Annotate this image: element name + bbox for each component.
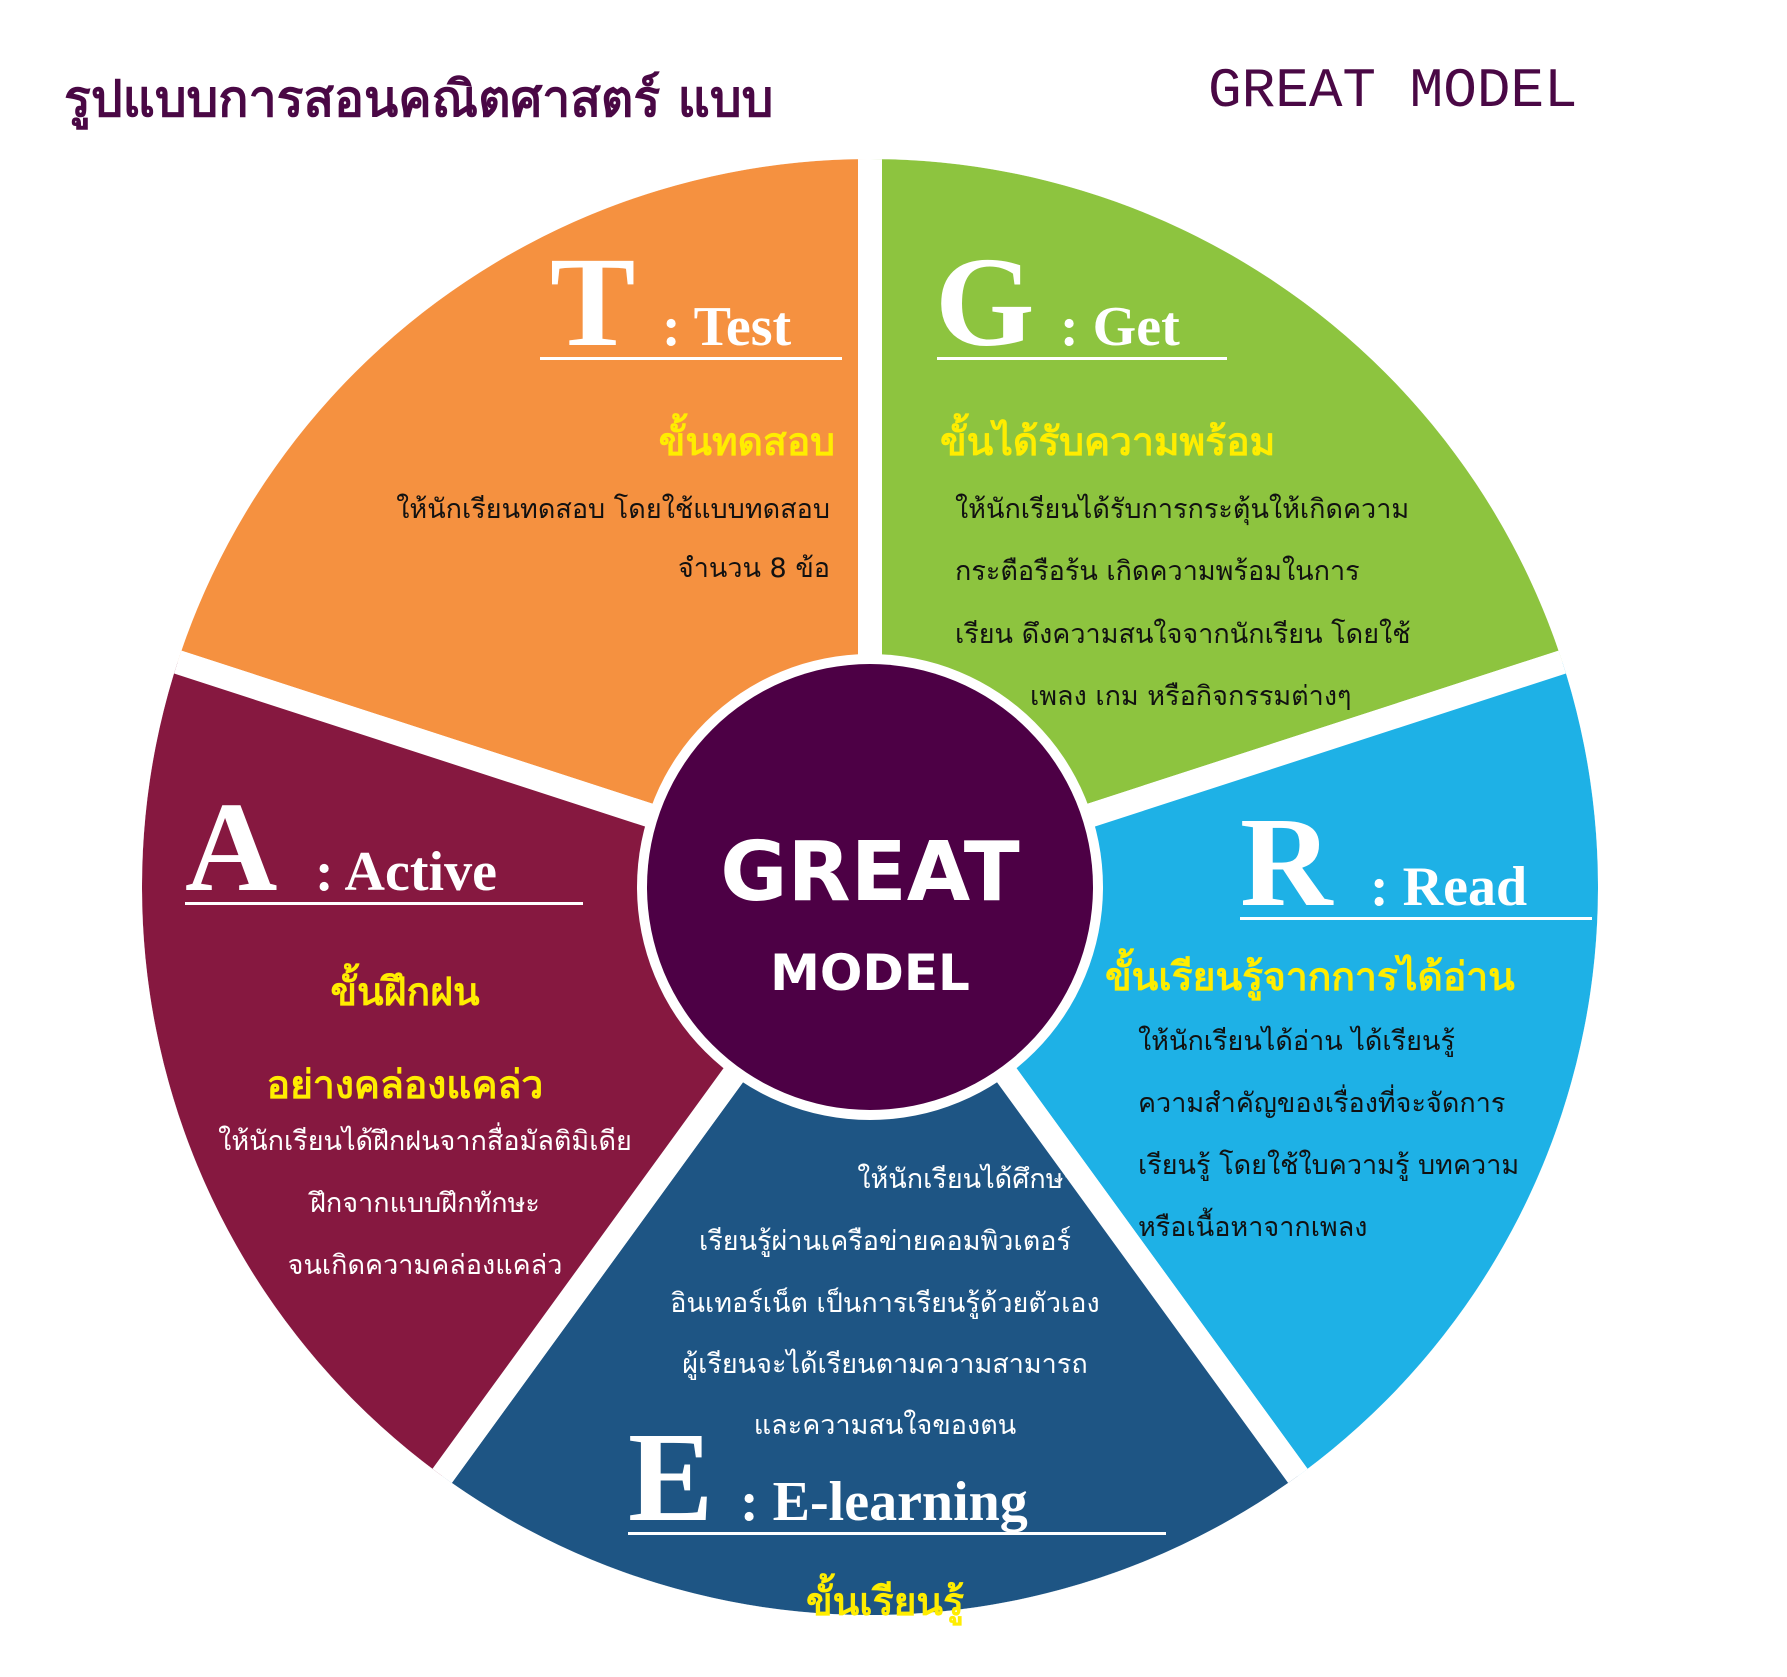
active-heading-1: ขั้นฝึกฝน: [330, 963, 480, 1015]
active-word: : Active: [315, 841, 497, 903]
center-circle: [647, 664, 1093, 1110]
elearning-body-line: ให้นักเรียนได้ศึกษา: [857, 1163, 1078, 1195]
elearning-letter: E: [628, 1406, 713, 1548]
get-body-line: เพลง เกม หรือกิจกรรมต่างๆ: [1030, 681, 1352, 712]
test-underline: [540, 357, 842, 360]
get-body-line: เรียน ดึงความสนใจจากนักเรียน โดยใช้: [955, 618, 1411, 650]
test-body-line: จำนวน 8 ข้อ: [678, 553, 830, 584]
read-body-line: หรือเนื้อหาจากเพลง: [1138, 1207, 1367, 1243]
elearning-heading: ขั้นเรียนรู้: [806, 1573, 964, 1626]
test-heading: ขั้นทดสอบ: [659, 413, 835, 465]
segment-test-content: T : Test ขั้นทดสอบ ให้นักเรียนทดสอบ โดยใ…: [396, 231, 842, 584]
read-body-line: ความสำคัญของเรื่องที่จะจัดการ: [1138, 1084, 1505, 1119]
active-heading-2: อย่างคล่องแคล่ว: [267, 1063, 544, 1108]
read-underline: [1240, 917, 1592, 920]
test-word: : Test: [662, 296, 791, 358]
center-title: GREAT: [720, 825, 1020, 920]
active-letter: A: [185, 776, 277, 918]
elearning-word: : E-learning: [740, 1471, 1028, 1533]
get-word: : Get: [1060, 296, 1180, 358]
elearning-underline: [628, 1532, 1166, 1535]
get-underline: [937, 357, 1227, 360]
center-subtitle: MODEL: [770, 944, 970, 1002]
active-body-line: ฝึกจากแบบฝึกทักษะ: [308, 1188, 540, 1219]
test-letter: T: [550, 231, 635, 373]
read-body-line: เรียนรู้ โดยใช้ใบความรู้ บทความ: [1138, 1149, 1519, 1181]
title-english: GREAT MODEL: [1208, 59, 1578, 123]
elearning-body-line: และความสนใจของตน: [754, 1409, 1016, 1441]
get-body-line: กระตือรือร้น เกิดความพร้อมในการ: [955, 555, 1360, 587]
segment-active-content: A : Active ขั้นฝึกฝน อย่างคล่องแคล่ว ให้…: [185, 776, 632, 1281]
segment-get-content: G : Get ขั้นได้รับความพร้อม ให้นักเรียนไ…: [935, 231, 1411, 712]
read-letter: R: [1240, 791, 1334, 933]
get-letter: G: [935, 231, 1035, 373]
segment-elearning-content: ให้นักเรียนได้ศึกษา เรียนรู้ผ่านเครือข่า…: [628, 1163, 1166, 1626]
active-body-line: ให้นักเรียนได้ฝึกฝนจากสื่อมัลติมิเดีย: [218, 1122, 632, 1157]
elearning-body-line: อินเทอร์เน็ต เป็นการเรียนรู้ด้วยตัวเอง: [670, 1285, 1099, 1319]
active-underline: [185, 902, 583, 905]
test-body-line: ให้นักเรียนทดสอบ โดยใช้แบบทดสอบ: [396, 493, 830, 525]
segment-read-content: R : Read ขั้นเรียนรู้จากการได้อ่าน ให้นั…: [1105, 791, 1592, 1243]
get-body-line: ให้นักเรียนได้รับการกระตุ้นให้เกิดความ: [955, 493, 1409, 526]
elearning-body-line: เรียนรู้ผ่านเครือข่ายคอมพิวเตอร์: [699, 1225, 1071, 1257]
read-body-line: ให้นักเรียนได้อ่าน ได้เรียนรู้: [1138, 1025, 1455, 1057]
read-word: : Read: [1370, 856, 1527, 918]
active-body-line: จนเกิดความคล่องแคล่ว: [288, 1250, 563, 1281]
elearning-body-line: ผู้เรียนจะได้เรียนตามความสามารถ: [682, 1349, 1087, 1380]
read-heading: ขั้นเรียนรู้จากการได้อ่าน: [1105, 948, 1515, 1001]
title-thai: รูปแบบการสอนคณิตศาสตร์ แบบ: [64, 70, 773, 130]
get-heading: ขั้นได้รับความพร้อม: [940, 413, 1275, 465]
